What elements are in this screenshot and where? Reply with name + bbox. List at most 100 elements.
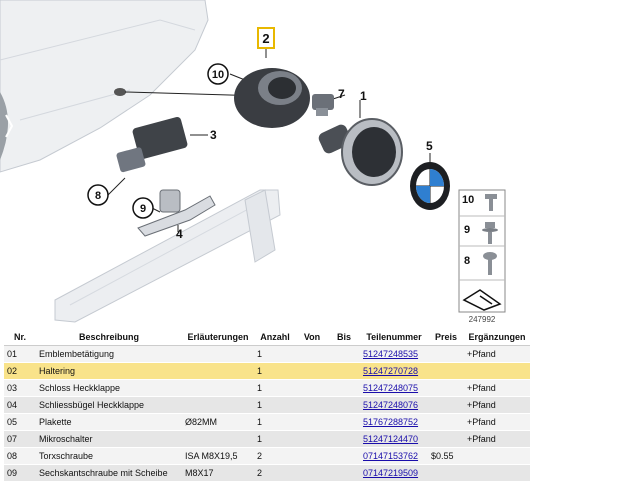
svg-text:7: 7 <box>338 87 345 101</box>
cell-notes <box>182 396 254 414</box>
cell-part-number[interactable]: 51767288752 <box>360 413 428 431</box>
cell-supplements <box>464 362 530 380</box>
cell-description: Mikroschalter <box>36 430 182 448</box>
table-row[interactable]: 01 Emblembetätigung 1 51247248535 +Pfand <box>4 345 530 363</box>
inset-item-8[interactable]: 8 <box>464 252 497 275</box>
cell-description: Haltering <box>36 362 182 380</box>
parts-diagram: 2 10 7 1 3 5 8 9 4 10 9 <box>0 0 506 324</box>
part-number-link[interactable]: 07147219509 <box>363 468 419 478</box>
header-description[interactable]: Beschreibung <box>36 329 182 346</box>
cell-part-number[interactable]: 07147219509 <box>360 464 428 482</box>
table-row[interactable]: 08 Torxschraube ISA M8X19,5 2 0714715376… <box>4 447 530 465</box>
part-number-link[interactable]: 51247248075 <box>363 383 419 393</box>
cell-price <box>428 430 464 448</box>
microswitch-part[interactable] <box>312 94 334 116</box>
cell-price <box>428 362 464 380</box>
holding-ring-part[interactable] <box>234 68 310 128</box>
part-number-link[interactable]: 51247248535 <box>363 349 419 359</box>
table-row[interactable]: 03 Schloss Heckklappe 1 51247248075 +Pfa… <box>4 379 530 397</box>
emblem-actuator-part[interactable] <box>317 118 403 186</box>
callout-8[interactable]: 8 <box>87 184 109 206</box>
cell-notes: ISA M8X19,5 <box>182 447 254 465</box>
previous-image-arrow[interactable] <box>0 92 14 160</box>
cell-to <box>328 447 360 465</box>
header-notes[interactable]: Erläuterungen <box>182 329 254 346</box>
cell-notes <box>182 362 254 380</box>
cell-part-number[interactable]: 51247248535 <box>360 345 428 363</box>
cell-to <box>328 413 360 431</box>
part-number-link[interactable]: 07147153762 <box>363 451 419 461</box>
callout-3[interactable]: 3 <box>210 128 217 142</box>
header-to[interactable]: Bis <box>328 329 360 346</box>
header-part-number[interactable]: Teilenummer <box>360 329 428 346</box>
callout-2[interactable]: 2 <box>257 27 275 49</box>
cell-supplements <box>464 447 530 465</box>
callout-9[interactable]: 9 <box>132 197 154 219</box>
callout-7[interactable]: 7 <box>338 87 345 101</box>
table-row[interactable]: 04 Schliessbügel Heckklappe 1 5124724807… <box>4 396 530 414</box>
callout-1[interactable]: 1 <box>360 89 367 103</box>
cell-quantity: 1 <box>254 430 296 448</box>
bumper-carrier-illustration <box>54 189 281 323</box>
cell-supplements <box>464 464 530 482</box>
cell-quantity: 2 <box>254 464 296 482</box>
cell-part-number[interactable]: 51247248075 <box>360 379 428 397</box>
cell-supplements: +Pfand <box>464 413 530 431</box>
header-price[interactable]: Preis <box>428 329 464 346</box>
cell-price <box>428 396 464 414</box>
table-row[interactable]: 05 Plakette Ø82MM 1 51767288752 +Pfand <box>4 413 530 431</box>
header-supplements[interactable]: Ergänzungen <box>464 329 530 346</box>
table-row-selected[interactable]: 02 Haltering 1 51247270728 <box>4 362 530 380</box>
part-number-link[interactable]: 51767288752 <box>363 417 419 427</box>
cell-description: Emblembetätigung <box>36 345 182 363</box>
cell-description: Torxschraube <box>36 447 182 465</box>
tailgate-illustration <box>0 0 209 173</box>
part-number-link[interactable]: 51247270728 <box>363 366 419 376</box>
cell-part-number[interactable]: 07147153762 <box>360 447 428 465</box>
header-nr[interactable]: Nr. <box>4 329 36 346</box>
cell-to <box>328 464 360 482</box>
cell-from <box>296 464 328 482</box>
cell-nr: 01 <box>4 345 36 363</box>
cell-nr: 07 <box>4 430 36 448</box>
callout-10[interactable]: 10 <box>207 63 229 85</box>
cell-supplements: +Pfand <box>464 396 530 414</box>
cell-part-number[interactable]: 51247270728 <box>360 362 428 380</box>
tailgate-lock-part[interactable] <box>116 116 188 173</box>
part-number-link[interactable]: 51247124470 <box>363 434 419 444</box>
cell-to <box>328 396 360 414</box>
part-number-link[interactable]: 51247248076 <box>363 400 419 410</box>
callout-5[interactable]: 5 <box>426 139 433 153</box>
inset-item-10[interactable]: 10 <box>462 194 497 211</box>
cell-nr: 09 <box>4 464 36 482</box>
cell-nr: 04 <box>4 396 36 414</box>
cell-nr: 02 <box>4 362 36 380</box>
table-header-row: Nr. Beschreibung Erläuterungen Anzahl Vo… <box>4 329 530 346</box>
cell-quantity: 1 <box>254 345 296 363</box>
cell-from <box>296 379 328 397</box>
striker-part[interactable] <box>137 189 216 237</box>
svg-text:10: 10 <box>462 194 474 206</box>
bmw-badge-part[interactable] <box>410 162 450 210</box>
cell-price <box>428 379 464 397</box>
header-quantity[interactable]: Anzahl <box>254 329 296 346</box>
cell-notes: Ø82MM <box>182 413 254 431</box>
table-row[interactable]: 09 Sechskantschraube mit Scheibe M8X17 2… <box>4 464 530 482</box>
cell-nr: 05 <box>4 413 36 431</box>
cell-quantity: 1 <box>254 396 296 414</box>
cell-supplements: +Pfand <box>464 430 530 448</box>
cell-from <box>296 447 328 465</box>
cell-part-number[interactable]: 51247248076 <box>360 396 428 414</box>
cell-part-number[interactable]: 51247124470 <box>360 430 428 448</box>
cell-price <box>428 413 464 431</box>
callout-4[interactable]: 4 <box>176 227 183 241</box>
svg-text:3: 3 <box>210 128 217 142</box>
svg-text:1: 1 <box>360 89 367 103</box>
cell-quantity: 1 <box>254 413 296 431</box>
header-from[interactable]: Von <box>296 329 328 346</box>
inset-mounting-symbol-icon <box>462 289 502 311</box>
cell-description: Sechskantschraube mit Scheibe <box>36 464 182 482</box>
inset-item-9[interactable]: 9 <box>464 222 498 244</box>
table-row[interactable]: 07 Mikroschalter 1 51247124470 +Pfand <box>4 430 530 448</box>
cell-quantity: 1 <box>254 379 296 397</box>
